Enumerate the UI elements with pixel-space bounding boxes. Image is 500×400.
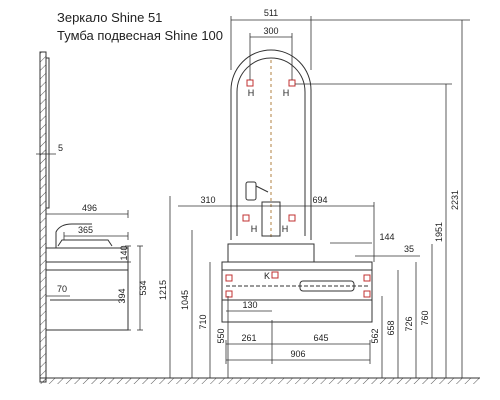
label-offset-645: 645: [313, 333, 328, 343]
mounting-points: [225, 79, 371, 298]
mount-point: [246, 79, 254, 87]
label-h-710: 710: [198, 314, 208, 329]
label-h-562: 562: [370, 328, 380, 343]
drawer-handle: [299, 280, 355, 292]
side-view: [39, 51, 129, 383]
mount-point: [363, 274, 371, 282]
mirror-side: [45, 57, 50, 209]
mount-point: [242, 214, 250, 222]
front-view: [221, 49, 373, 323]
mark-h: H: [251, 224, 258, 234]
mark-h: H: [248, 88, 255, 98]
mark-h: H: [282, 224, 289, 234]
label-drawer-offset: 70: [57, 284, 67, 294]
label-cabinet-width: 906: [290, 349, 305, 359]
label-offset-130: 130: [242, 300, 257, 310]
mirror-inner: [236, 57, 306, 236]
wall-side: [39, 51, 47, 383]
side-view-labels: 5 496 365 70 140 534 394: [57, 143, 148, 304]
label-h-1215: 1215: [158, 280, 168, 300]
mark-k: K: [264, 271, 270, 281]
label-offset-694: 694: [312, 195, 327, 205]
mount-point: [363, 290, 371, 298]
mount-point: [225, 274, 233, 282]
basin-front: [227, 243, 315, 263]
label-h-1951: 1951: [434, 222, 444, 242]
mount-point: [225, 290, 233, 298]
front-view-labels: 511 300 H H H H K 310 694 144 35 130 261…: [200, 8, 414, 359]
mount-point: [288, 214, 296, 222]
label-h-550: 550: [216, 328, 226, 343]
label-mirror-inner: 300: [263, 26, 278, 36]
mirror-outer: [230, 49, 312, 240]
mirror-title: Зеркало Shine 51: [57, 10, 163, 25]
label-offset-35: 35: [404, 244, 414, 254]
label-offset-310: 310: [200, 195, 215, 205]
height-labels: 1215 1045 710 550 562 658 726 760 1951 2…: [158, 190, 460, 344]
label-h-2231: 2231: [450, 190, 460, 210]
label-h-726: 726: [404, 316, 414, 331]
spout: [261, 201, 281, 237]
label-basin-height: 140: [119, 245, 129, 260]
mount-point: [271, 271, 279, 279]
label-depth-basin: 365: [78, 225, 93, 235]
mark-h: H: [283, 88, 290, 98]
label-height-394: 394: [117, 288, 127, 303]
faucet-side: [55, 223, 92, 248]
label-depth-total: 496: [82, 203, 97, 213]
faucet-front: [245, 181, 257, 201]
basin-side: [57, 239, 113, 247]
label-offset-261: 261: [241, 333, 256, 343]
label-mirror-gap: 5: [58, 143, 63, 153]
label-offset-144: 144: [379, 232, 394, 242]
cabinet-title: Тумба подвесная Shine 100: [57, 28, 224, 43]
mount-point: [288, 79, 296, 87]
floor-hatch: [40, 378, 480, 384]
side-view-dimensions: [36, 151, 143, 331]
label-h-658: 658: [386, 320, 396, 335]
front-view-dimensions: [169, 16, 470, 378]
label-h-1045: 1045: [180, 290, 190, 310]
label-height-534: 534: [138, 280, 148, 295]
label-h-760: 760: [420, 310, 430, 325]
label-mirror-width: 511: [264, 8, 278, 18]
cabinet-front: [221, 261, 373, 323]
